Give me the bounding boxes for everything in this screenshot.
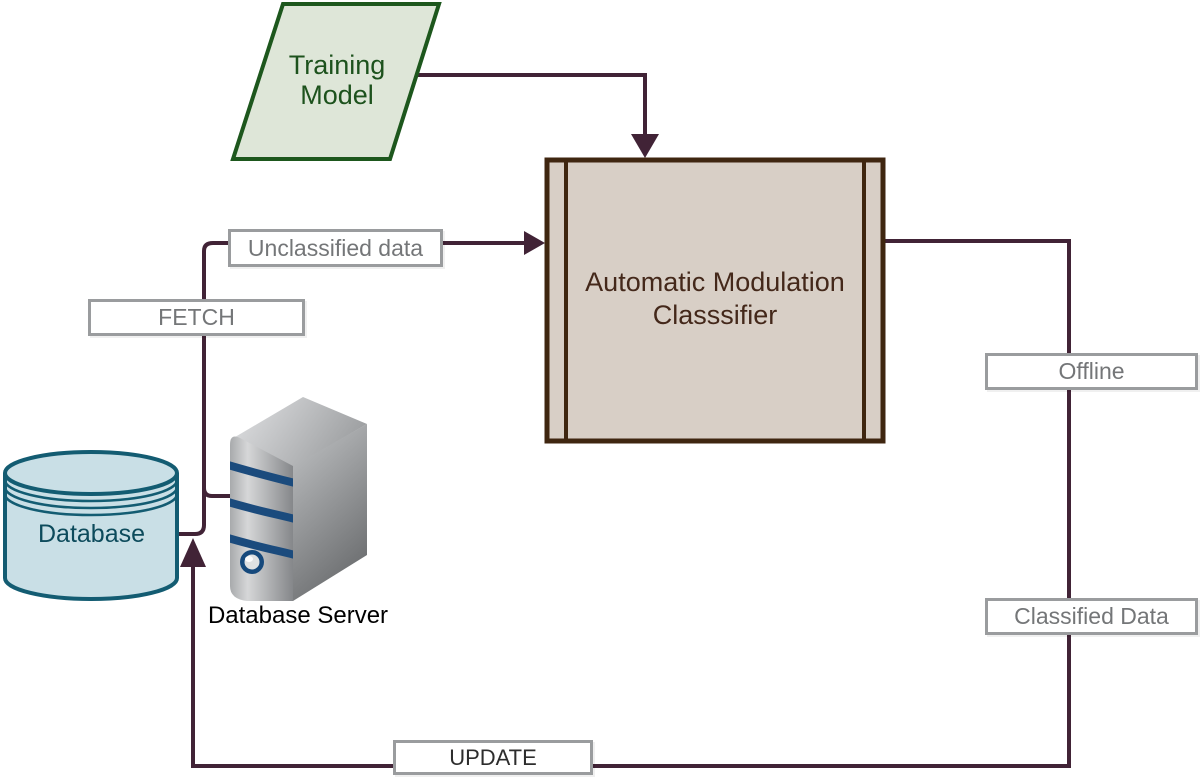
update-edge-label: UPDATE bbox=[393, 740, 593, 775]
fetch-edge-label: FETCH bbox=[88, 299, 305, 336]
classifier-label: Automatic Modulation Classsifier bbox=[585, 267, 845, 330]
classifier-to-database-connector bbox=[191, 239, 1071, 768]
server-branch-connector bbox=[202, 487, 231, 498]
offline-edge-label: Offline bbox=[985, 353, 1198, 390]
unclassified-data-edge-label: Unclassified data bbox=[228, 229, 443, 267]
arrowhead-into-classifier-left bbox=[524, 231, 545, 255]
training-model-label: Training Model bbox=[288, 50, 386, 110]
database-cylinder bbox=[3, 450, 179, 601]
arrowhead-into-classifier-top bbox=[631, 134, 659, 158]
classifier-box bbox=[544, 157, 886, 444]
server-stripe bbox=[230, 461, 293, 487]
database-server-label: Database Server bbox=[207, 602, 389, 629]
server-stripe bbox=[230, 498, 293, 523]
arrowhead-into-database bbox=[180, 538, 206, 567]
database-server-icon bbox=[230, 397, 367, 601]
training-model-shape bbox=[230, 1, 442, 161]
classified-data-edge-label: Classified Data bbox=[985, 598, 1198, 635]
training-to-classifier-connector bbox=[416, 73, 647, 136]
database-label: Database bbox=[37, 520, 146, 548]
server-stripe bbox=[230, 534, 293, 559]
fetch-connector bbox=[177, 241, 527, 536]
